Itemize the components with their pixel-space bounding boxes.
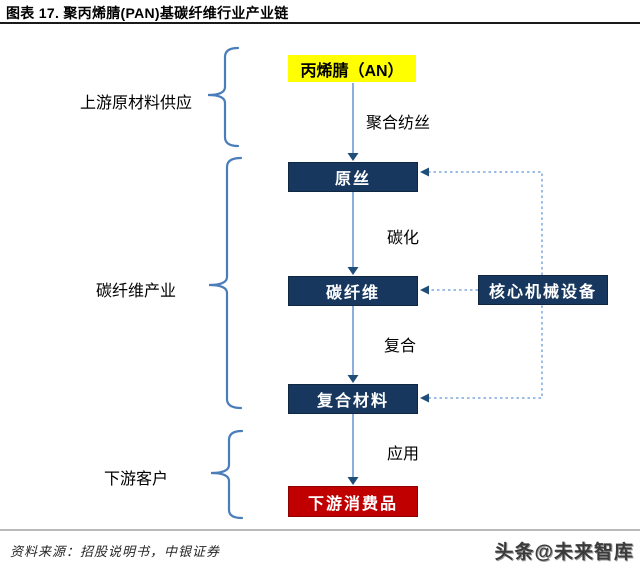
arrow-down-icon — [347, 477, 359, 485]
brace-carbon-fiber-industry — [208, 156, 243, 410]
title-divider — [0, 22, 640, 24]
arrow-down-icon — [347, 153, 359, 161]
edge-label-application: 应用 — [387, 446, 420, 463]
arrow-down-icon — [347, 375, 359, 383]
node-core-machinery: 核心机械设备 — [478, 275, 608, 305]
footer-divider — [0, 529, 640, 531]
group-label-downstream: 下游客户 — [103, 471, 168, 488]
edge-label-carbonization: 碳化 — [387, 230, 420, 247]
group-label-carbon-fiber-industry: 碳纤维产业 — [95, 283, 176, 300]
watermark: 头条@未来智库 — [494, 542, 634, 563]
edge-label-polymerization-spinning: 聚合纺丝 — [366, 115, 431, 132]
arrow-down-icon — [347, 267, 359, 275]
arrow-left-icon — [420, 393, 429, 403]
group-braces — [207, 46, 244, 520]
node-precursor: 原丝 — [288, 162, 418, 192]
brace-upstream — [207, 46, 240, 148]
edge-label-compositing: 复合 — [384, 338, 417, 355]
node-composite: 复合材料 — [288, 384, 418, 414]
arrow-left-icon — [420, 285, 429, 295]
node-consumer-goods: 下游消费品 — [288, 486, 418, 517]
source-note: 资料来源：招股说明书，中银证券 — [10, 544, 221, 559]
brace-downstream — [210, 429, 244, 520]
node-carbon-fiber: 碳纤维 — [288, 276, 418, 306]
dashed-arrowheads — [420, 167, 429, 403]
node-acrylonitrile: 丙烯腈（AN） — [288, 55, 416, 82]
arrow-left-icon — [420, 167, 429, 177]
figure-title: 图表 17. 聚丙烯腈(PAN)基碳纤维行业产业链 — [6, 5, 289, 21]
group-label-upstream: 上游原材料供应 — [79, 95, 192, 112]
flow-arrowheads — [347, 153, 359, 485]
diagram-canvas: 上游原材料供应 碳纤维产业 下游客户 丙烯腈（AN） 原丝 碳纤维 核心机械设备… — [0, 24, 640, 529]
